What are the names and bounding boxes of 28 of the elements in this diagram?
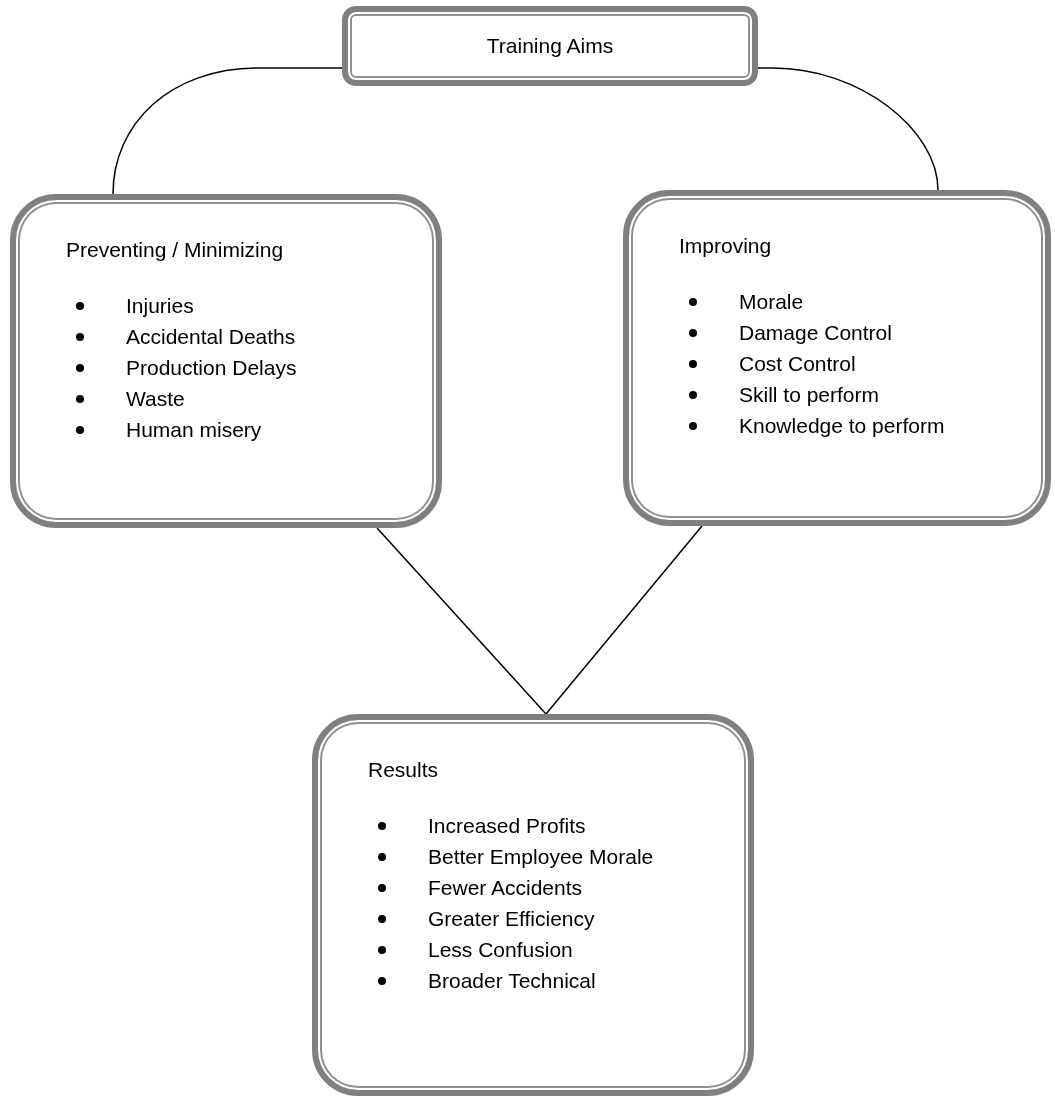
list-item-text: Production Delays	[126, 355, 297, 380]
list-item-text: Increased Profits	[428, 813, 586, 838]
list-item-text: Human misery	[126, 417, 262, 442]
list-item-text: Greater Efficiency	[428, 906, 595, 931]
list-item-text: Cost Control	[739, 351, 856, 376]
connector-line	[545, 525, 703, 715]
box-heading: Training Aims	[486, 34, 614, 58]
box-heading: Results	[368, 758, 439, 782]
list-item-text: Accidental Deaths	[126, 324, 296, 349]
connector-line	[112, 67, 343, 195]
list-item-text: Morale	[739, 289, 804, 314]
connector-line	[376, 527, 547, 715]
list-item-text: Skill to perform	[739, 382, 880, 407]
list-item-text: Fewer Accidents	[428, 875, 583, 900]
connector-line	[757, 67, 939, 191]
list-item-text: Broader Technical	[428, 968, 596, 993]
title-box	[342, 6, 758, 86]
list-item-text: Injuries	[126, 293, 194, 318]
rounded-box	[10, 194, 442, 528]
rounded-box	[312, 714, 754, 1096]
list-item-text: Better Employee Morale	[428, 844, 654, 869]
box-heading: Preventing / Minimizing	[66, 238, 284, 262]
box-heading: Improving	[679, 234, 772, 258]
list-item-text: Damage Control	[739, 320, 892, 345]
list-item-text: Knowledge to perform	[739, 413, 945, 438]
list-item-text: Less Confusion	[428, 937, 573, 962]
rounded-box	[623, 190, 1051, 526]
list-item-text: Waste	[126, 386, 185, 411]
